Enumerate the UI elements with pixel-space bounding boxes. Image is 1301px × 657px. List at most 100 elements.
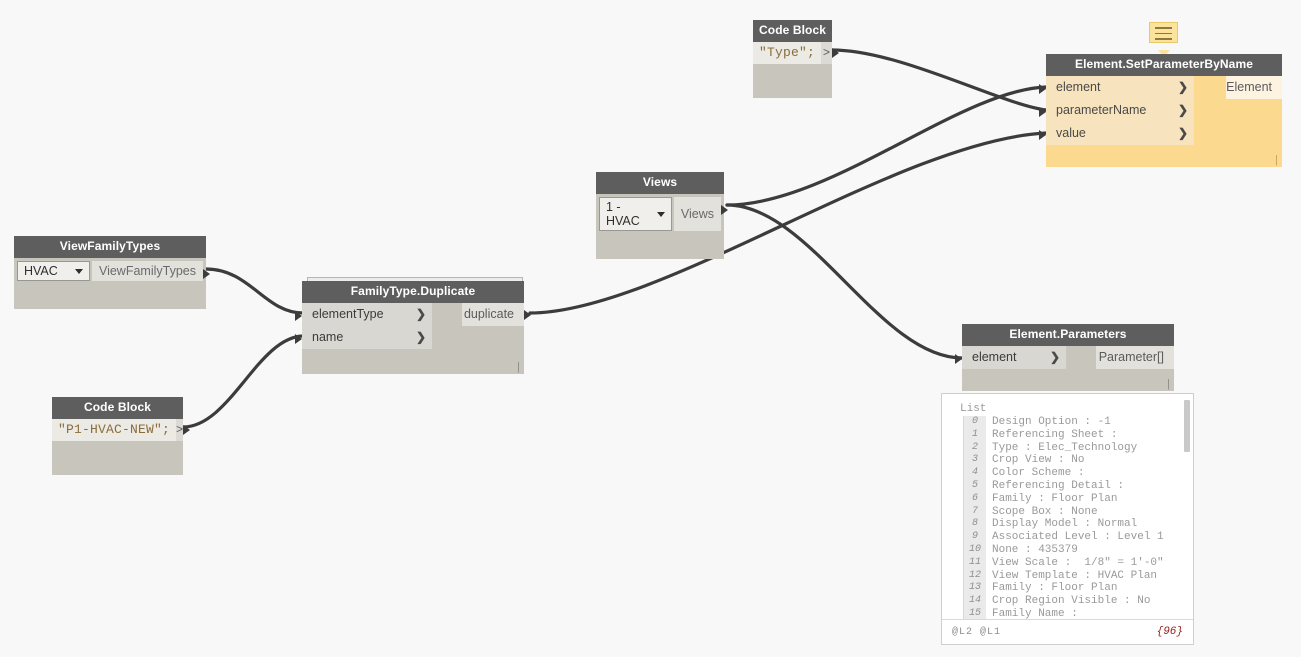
output-port-parameter-array[interactable]: Parameter[] (1096, 346, 1174, 369)
node-title: Element.Parameters (962, 324, 1174, 346)
node-title: Views (596, 172, 724, 194)
list-item-text: Family : Floor Plan (992, 492, 1118, 505)
list-level-indicators[interactable]: @L2 @L1 (952, 626, 1002, 638)
list-item-text: Referencing Detail : (992, 479, 1125, 492)
wire-name-to-name (181, 334, 305, 429)
preview-list-scroll-area[interactable]: List 0 Design Option : -1 1 Referencing She… (942, 394, 1193, 619)
input-port-name[interactable]: name ❯ (302, 326, 432, 349)
node-resize-handle[interactable]: | (1167, 378, 1170, 390)
list-item-text: Crop Region Visible : No (992, 595, 1151, 608)
list-item-text: Display Model : Normal (992, 518, 1138, 531)
list-item-index: 2 (964, 441, 986, 455)
code-block-output-port[interactable]: > (176, 419, 191, 441)
output-port-viewfamilytypes[interactable]: ViewFamilyTypes (91, 261, 210, 281)
output-port-label: Parameter[] (1098, 350, 1164, 364)
chevron-right-icon: ❯ (1049, 350, 1060, 364)
list-item-text: Type : Elec_Technology (992, 441, 1138, 454)
list-item-index: 9 (964, 531, 986, 544)
viewfamilytypes-dropdown[interactable]: HVAC (17, 261, 90, 281)
node-element-setparameterbyname[interactable]: Element.SetParameterByName element ❯ Ele… (1039, 54, 1282, 167)
preview-scrollbar-track[interactable] (1184, 400, 1190, 615)
chevron-right-icon: ❯ (1177, 80, 1188, 94)
input-port-element[interactable]: element ❯ (1046, 76, 1194, 99)
preview-list-label: List (960, 403, 987, 415)
input-port-label: elementType (312, 307, 384, 321)
input-port-label: name (312, 330, 344, 344)
node-title: ViewFamilyTypes (14, 236, 206, 258)
chevron-down-icon (656, 211, 665, 217)
list-item-text: Design Option : -1 (992, 416, 1111, 428)
node-preview-panel[interactable]: List 0 Design Option : -1 1 Referencing She… (941, 393, 1194, 645)
node-title: Code Block (753, 20, 832, 42)
node-code-block-type[interactable]: Code Block "Type"; > (753, 20, 839, 98)
input-port-label: element (1056, 80, 1101, 94)
list-item-text: View Scale : 1/8" = 1'-0" (992, 556, 1164, 569)
chevron-right-icon: ❯ (1177, 103, 1188, 117)
list-item: 6 Family : Floor Plan (964, 492, 1193, 506)
list-item-index: 6 (964, 492, 986, 506)
input-port-label: value (1056, 126, 1086, 140)
list-item-text: Crop View : No (992, 454, 1085, 467)
list-item-text: None : 435379 (992, 543, 1078, 556)
code-block-editor[interactable]: "P1-HVAC-NEW"; (52, 419, 177, 441)
list-item: 2 Type : Elec_Technology (964, 441, 1193, 455)
views-dropdown[interactable]: 1 - HVAC (599, 197, 672, 231)
note-bubble-icon[interactable] (1149, 22, 1178, 58)
preview-scrollbar-thumb[interactable] (1184, 400, 1190, 452)
note-icon (1149, 22, 1178, 43)
input-port-elementtype[interactable]: elementType ❯ (302, 303, 432, 326)
list-item: 0 Design Option : -1 (964, 416, 1193, 429)
list-item-text: Referencing Sheet : (992, 428, 1118, 441)
wire-views-to-element (725, 85, 1048, 207)
input-port-parametername[interactable]: parameterName ❯ (1046, 99, 1194, 122)
list-item-index: 12 (964, 569, 986, 583)
code-block-editor[interactable]: "Type"; (753, 42, 822, 64)
node-familytype-duplicate[interactable]: FamilyType.Duplicate elementType ❯ dupli… (295, 281, 531, 374)
list-item-text: Family Name : (992, 607, 1078, 619)
list-item: 3 Crop View : No (964, 454, 1193, 468)
chevron-right-icon: ❯ (1177, 126, 1188, 140)
output-port-element[interactable]: Element (1226, 76, 1282, 99)
output-port-duplicate[interactable]: duplicate (462, 303, 531, 326)
input-port-label: element (972, 350, 1017, 364)
input-port-element[interactable]: element ❯ (962, 346, 1066, 369)
output-port-views[interactable]: Views (673, 197, 728, 231)
node-views[interactable]: Views 1 - HVAC Views (596, 172, 728, 259)
node-resize-handle[interactable]: | (1275, 154, 1278, 166)
list-item-text: Color Scheme : (992, 467, 1085, 480)
node-code-block-name[interactable]: Code Block "P1-HVAC-NEW"; > (52, 397, 191, 475)
preview-status-bar: @L2 @L1 {96} (942, 619, 1193, 644)
input-port-value[interactable]: value ❯ (1046, 122, 1194, 145)
list-item-index: 1 (964, 428, 986, 442)
node-viewfamilytypes[interactable]: ViewFamilyTypes HVAC ViewFamilyTypes (14, 236, 210, 309)
node-resize-handle[interactable]: | (517, 361, 520, 373)
output-port-label: > (822, 46, 831, 60)
output-port-label: Element (1226, 80, 1272, 94)
list-item-index: 0 (964, 416, 986, 429)
code-block-output-port[interactable]: > (821, 42, 839, 64)
dropdown-value: 1 - HVAC (606, 200, 640, 228)
output-port-label: Views (680, 207, 714, 221)
list-item: 1 Referencing Sheet : (964, 428, 1193, 442)
node-title: Code Block (52, 397, 183, 419)
list-item-text: Family : Floor Plan (992, 582, 1118, 595)
list-item: 8 Display Model : Normal (964, 518, 1193, 532)
list-item-index: 8 (964, 518, 986, 532)
list-item-index: 5 (964, 479, 986, 493)
node-element-parameters[interactable]: Element.Parameters element ❯ Parameter[]… (955, 324, 1174, 391)
chevron-right-icon: ❯ (415, 330, 426, 344)
list-item-text: Scope Box : None (992, 505, 1098, 518)
list-item-index: 3 (964, 454, 986, 468)
dropdown-value: HVAC (24, 264, 58, 278)
